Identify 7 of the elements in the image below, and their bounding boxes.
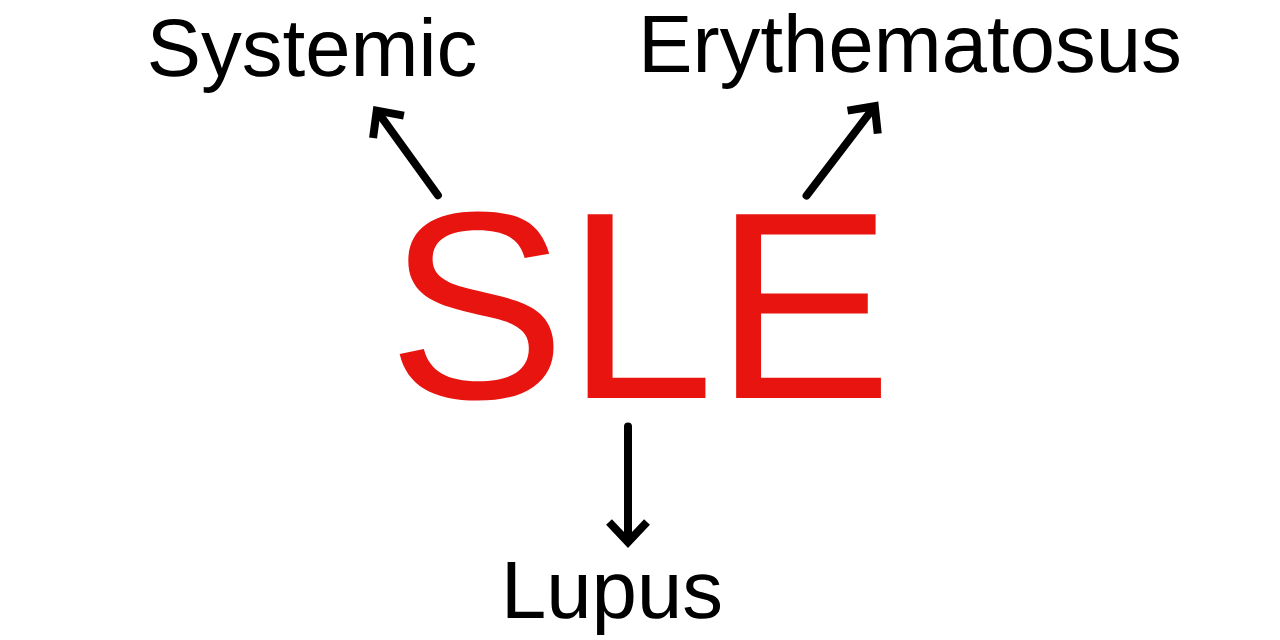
term-label: Erythematosus	[644, 12, 1179, 89]
term-label: Lupus	[507, 561, 721, 635]
term-label: Systemic	[150, 16, 476, 93]
arrow	[802, 101, 882, 200]
arrow	[369, 105, 442, 200]
acronym-text: SLE	[399, 211, 881, 401]
arrow	[606, 422, 650, 548]
